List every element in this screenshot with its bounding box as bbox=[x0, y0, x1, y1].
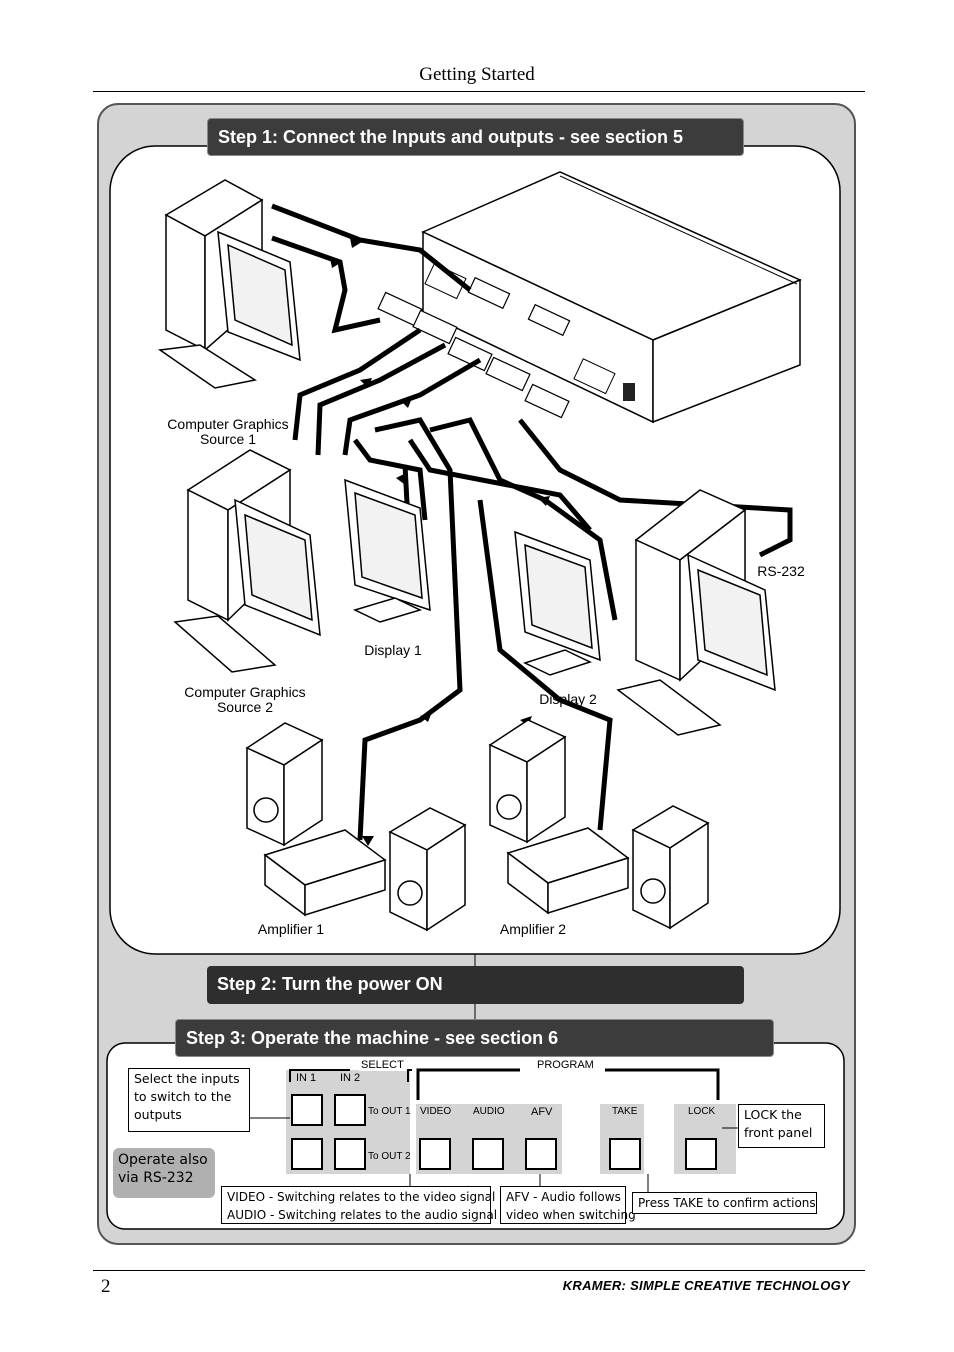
in2-label: IN 2 bbox=[340, 1072, 361, 1084]
source2-label: Computer Graphics Source 2 bbox=[184, 684, 306, 715]
header-rule bbox=[93, 91, 865, 92]
step1-title: Step 1: Connect the Inputs and outputs -… bbox=[207, 118, 744, 156]
display1-label: Display 1 bbox=[364, 642, 422, 658]
display-2-monitor bbox=[514, 530, 601, 676]
take-label: TAKE bbox=[612, 1106, 638, 1117]
in2-out1-button[interactable] bbox=[334, 1094, 366, 1126]
audio-button[interactable] bbox=[472, 1138, 504, 1170]
take-button[interactable] bbox=[609, 1138, 641, 1170]
lock-label: LOCK bbox=[688, 1106, 716, 1117]
afv-callout: AFV - Audio follows video when switching bbox=[500, 1186, 636, 1224]
video-label: VIDEO bbox=[420, 1106, 452, 1117]
display2-label: Display 2 bbox=[539, 691, 597, 707]
amplifier-2-set bbox=[488, 719, 710, 930]
amp2-label: Amplifier 2 bbox=[499, 921, 567, 937]
program-label: PROGRAM bbox=[533, 1059, 598, 1071]
lock-button[interactable] bbox=[685, 1138, 717, 1170]
lock-panel-callout: LOCK the front panel bbox=[738, 1104, 825, 1148]
video-button[interactable] bbox=[419, 1138, 451, 1170]
source1-label: Computer Graphics Source 1 bbox=[167, 416, 289, 447]
rs232-label: RS-232 bbox=[757, 563, 805, 579]
in1-out2-button[interactable] bbox=[291, 1138, 323, 1170]
video-audio-callout: VIDEO - Switching relates to the video s… bbox=[221, 1186, 497, 1224]
afv-button[interactable] bbox=[525, 1138, 557, 1170]
amp1-label: Amplifier 1 bbox=[257, 921, 325, 937]
display-1-monitor bbox=[344, 478, 431, 623]
rs232-callout: Operate also via RS-232 bbox=[113, 1148, 215, 1198]
select-label: SELECT bbox=[359, 1059, 406, 1071]
page-header: Getting Started bbox=[419, 64, 535, 85]
afv-label: AFV bbox=[531, 1106, 553, 1118]
computer-rs232 bbox=[616, 489, 776, 736]
page-number: 2 bbox=[101, 1276, 111, 1297]
switcher-unit bbox=[421, 171, 802, 424]
computer-source-2 bbox=[173, 449, 321, 673]
in1-label: IN 1 bbox=[296, 1072, 317, 1084]
step2-title: Step 2: Turn the power ON bbox=[207, 966, 744, 1004]
audio-label: AUDIO bbox=[473, 1106, 505, 1117]
cable-connectors bbox=[377, 276, 571, 419]
to-out1-label: To OUT 1 bbox=[368, 1106, 411, 1117]
to-out2-label: To OUT 2 bbox=[368, 1151, 411, 1162]
in1-out1-button[interactable] bbox=[291, 1094, 323, 1126]
step3-title: Step 3: Operate the machine - see sectio… bbox=[175, 1019, 774, 1057]
footer-rule bbox=[93, 1270, 865, 1271]
footer-brand: KRAMER: SIMPLE CREATIVE TECHNOLOGY bbox=[562, 1278, 850, 1293]
computer-source-1 bbox=[157, 179, 301, 389]
cable-arrows bbox=[330, 238, 550, 846]
in2-out2-button[interactable] bbox=[334, 1138, 366, 1170]
amplifier-1-set bbox=[245, 722, 467, 932]
take-callout: Press TAKE to confirm actions bbox=[632, 1192, 817, 1214]
select-inputs-callout: Select the inputs to switch to the outpu… bbox=[128, 1068, 250, 1132]
